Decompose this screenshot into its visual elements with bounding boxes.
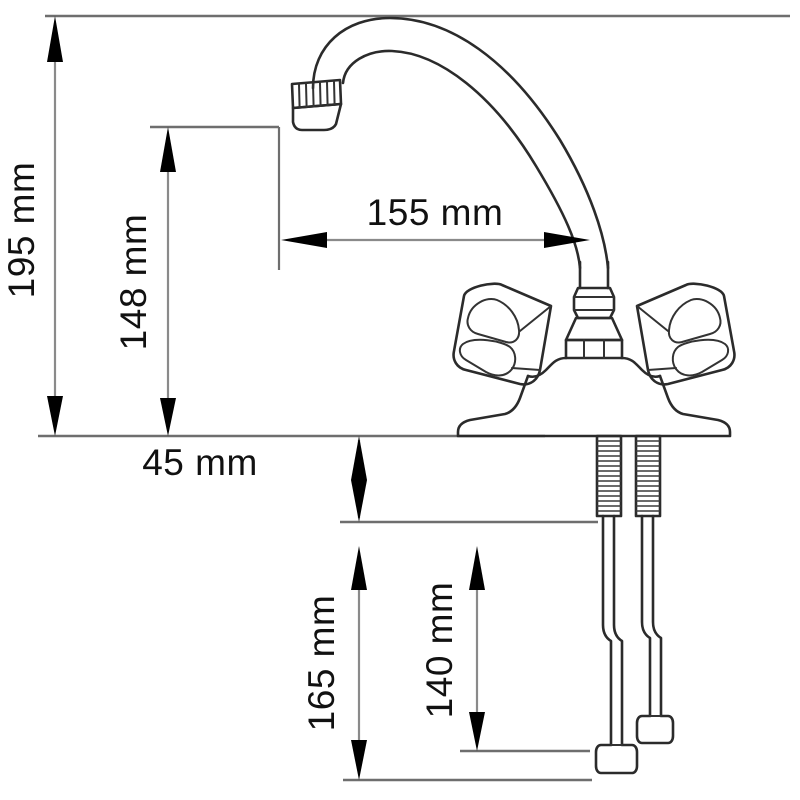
faucet-outline [290,16,736,775]
dimension-45mm: 45 mm [142,436,367,522]
dimension-165mm: 165 mm [301,546,367,780]
thread-ribs-left [597,440,621,512]
spout-outer-curve [311,16,610,270]
dim-label-140: 140 mm [419,582,460,719]
dim-label-45: 45 mm [142,442,258,483]
body-arm-left [526,356,568,379]
arrowhead-165-bottom [351,740,367,780]
threaded-shank-right [634,434,662,518]
dimension-195mm: 195 mm [1,16,63,436]
reference-lines [38,14,790,782]
arrowhead-148-top [160,127,176,172]
supply-tube-left [594,514,639,775]
arrowhead-140-top [469,546,485,590]
swivel-collar [572,286,616,320]
body-base [456,374,732,438]
spout-inner-curve [341,49,582,270]
dim-label-155: 155 mm [367,192,504,233]
aerator-knurl-ribs [298,80,336,109]
arrowhead-45-bottom [351,480,367,522]
body-band [564,338,624,360]
dimension-140mm: 140 mm [419,546,485,751]
arrowhead-45-top [351,436,367,480]
supply-tube-right [635,514,675,745]
handle-left [452,282,553,386]
arrowhead-195-bottom [47,396,63,436]
body-shoulder [564,316,624,342]
handle-right [635,282,736,386]
aerator-outlet-cup [291,102,343,132]
arrowhead-140-bottom [469,712,485,751]
arrowhead-155-left [281,232,327,248]
thread-ribs-right [636,440,660,512]
dim-label-148: 148 mm [113,214,154,351]
dimension-155mm: 155 mm [281,192,590,248]
dimension-148mm: 148 mm [113,127,176,436]
arrowhead-148-bottom [160,398,176,436]
arrowhead-155-right [544,232,590,248]
arrowhead-165-top [351,546,367,590]
body-arm-right [620,356,662,379]
dim-label-195: 195 mm [1,162,42,299]
arrowhead-195-top [47,16,63,62]
threaded-shank-left [595,434,623,518]
dim-label-165: 165 mm [301,595,342,732]
